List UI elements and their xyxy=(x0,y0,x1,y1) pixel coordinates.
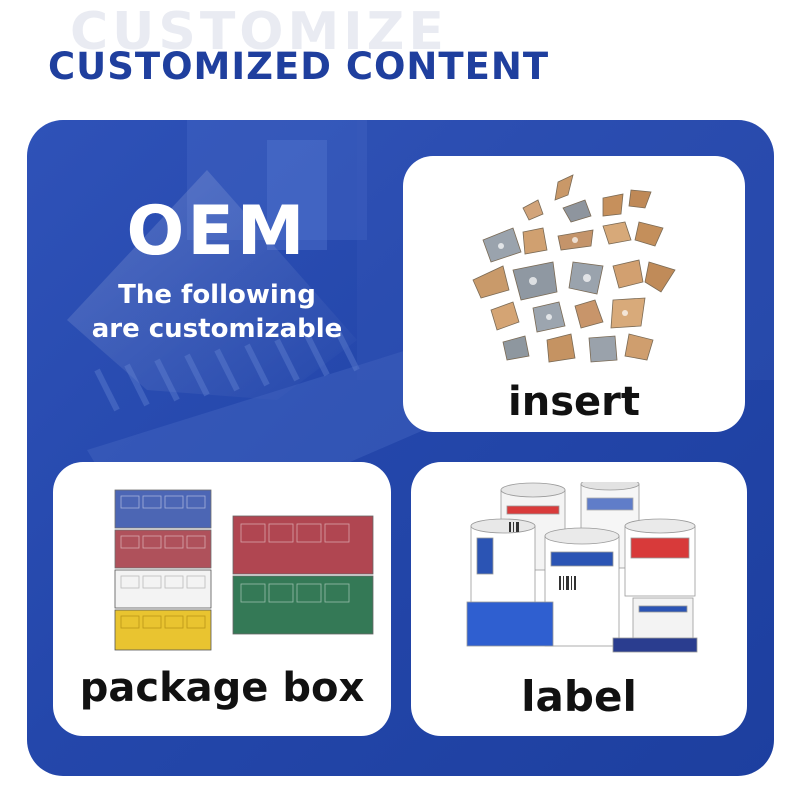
oem-block: OEM The following are customizable xyxy=(67,198,367,346)
page-title: CUSTOMIZED CONTENT xyxy=(48,45,550,88)
label-rolls-image xyxy=(466,482,698,653)
insert-boxes-image xyxy=(114,489,374,651)
package-box-card: package box xyxy=(53,462,391,736)
carbide-inserts-image xyxy=(472,174,676,363)
package-box-label: package box xyxy=(79,665,365,711)
label-card-label: label xyxy=(521,672,637,721)
label-card: label xyxy=(411,462,747,736)
content-panel: OEM The following are customizable xyxy=(27,120,774,776)
oem-subtitle: The following are customizable xyxy=(67,278,367,346)
oem-heading: OEM xyxy=(126,192,308,271)
insert-label: insert xyxy=(508,379,640,425)
oem-subtitle-line-2: are customizable xyxy=(91,314,343,344)
ghost-heading: CUSTOMIZE xyxy=(70,2,448,62)
oem-subtitle-line-1: The following xyxy=(118,280,316,310)
insert-card: insert xyxy=(403,156,745,432)
